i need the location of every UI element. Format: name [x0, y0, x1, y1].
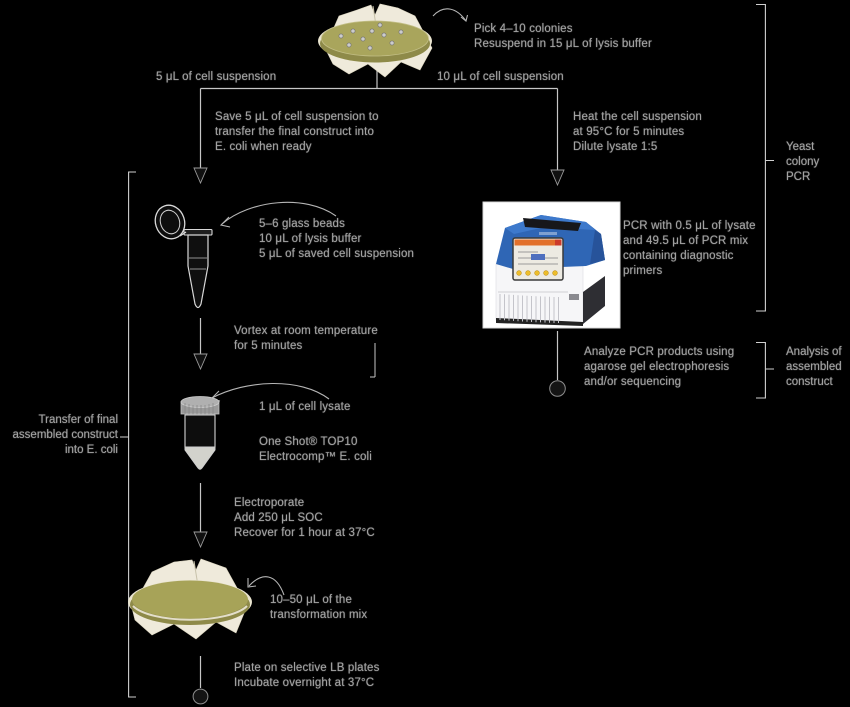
conical-tube-icon: [180, 396, 220, 470]
arrow-down-icon: [193, 167, 208, 185]
flow-lines: [199, 70, 559, 688]
curved-arrow-icon: [432, 8, 467, 22]
arrow-down-icon: [193, 531, 208, 549]
branch-label-10ul: 10 μL of cell suspension: [437, 71, 564, 83]
rim-highlight: [132, 605, 248, 621]
microcentrifuge-tube-icon: [154, 204, 213, 309]
branch-label-5ul: 5 μL of cell suspension: [156, 71, 277, 83]
arrow-down-icon: [193, 353, 208, 371]
terminal-dot-icon: [192, 688, 209, 705]
curved-arrow-icon: [248, 576, 285, 596]
curved-arrowhead-icon: [247, 578, 257, 588]
curved-arrowhead-icon: [460, 14, 469, 22]
step-cell-lysate: 1 μL of cell lysate: [259, 401, 351, 413]
bracket-yeast-colony-pcr: [756, 3, 774, 312]
curved-arrow-icon: [221, 201, 337, 225]
vortex-tick-line: [370, 343, 376, 378]
yeast-colonies: [338, 22, 404, 51]
bracket-transfer-construct: [120, 171, 136, 698]
curved-arrow-icon: [211, 382, 330, 400]
curved-arrowhead-icon: [219, 216, 231, 228]
thermocycler-photo: [482, 201, 621, 329]
petri-dish-bottom-photo: [128, 558, 252, 640]
bracket-analysis-construct: [756, 341, 774, 399]
curved-arrows: [209, 8, 469, 596]
arrow-down-icon: [550, 169, 565, 187]
terminal-dot-icon: [549, 380, 566, 397]
arrowheads: [193, 167, 565, 549]
petri-dish-top-photo: [318, 3, 433, 78]
agar-edge: [321, 20, 429, 57]
agar-surface: [132, 580, 248, 619]
